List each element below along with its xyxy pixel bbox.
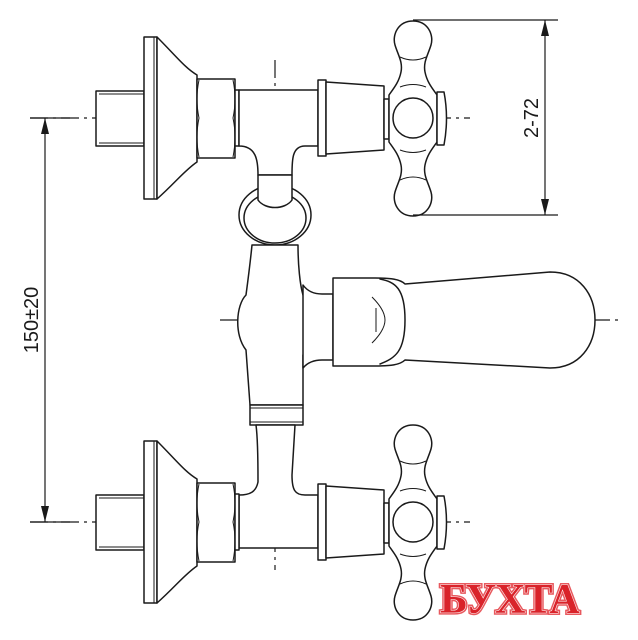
top-cross-handle [388, 20, 448, 217]
spout [302, 271, 596, 369]
dimension-handle-height: 2-72 [413, 19, 558, 216]
watermark-logo: БУХТА БУХТА [438, 575, 583, 625]
bottom-body [238, 424, 390, 561]
dimension-inlet-spacing: 150±20 [21, 117, 70, 523]
center-body [237, 174, 315, 426]
svg-text:БУХТА: БУХТА [440, 577, 580, 623]
top-inlet-assembly [95, 36, 240, 200]
dimension-label-handle-height: 2-72 [521, 98, 543, 138]
top-body [238, 79, 390, 176]
watermark-text: БУХТА [440, 577, 580, 623]
dimension-label-inlet-spacing: 150±20 [21, 287, 43, 354]
bottom-inlet-assembly [95, 440, 240, 604]
bottom-cross-handle [388, 424, 448, 621]
